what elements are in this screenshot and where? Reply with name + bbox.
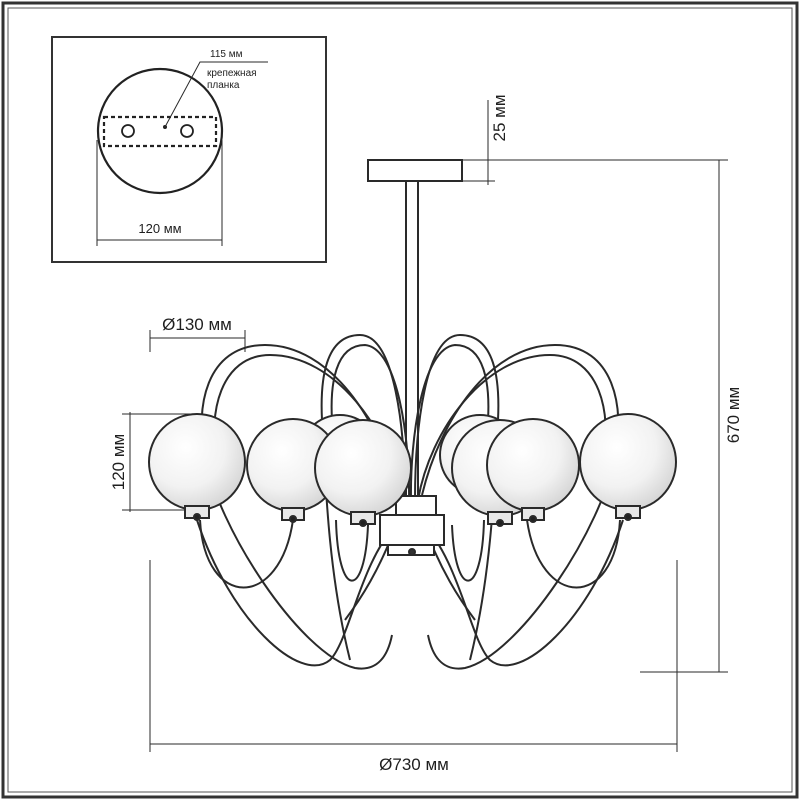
outer-frame-inner [7,7,793,793]
globe-5 [486,418,580,512]
arm-tall-right [414,333,500,661]
canopy-width-label: 120 мм [138,221,181,236]
globe-3 [314,419,412,517]
bracket-label-line1: крепежная [207,68,257,79]
mount-plate-label: 115 мм [210,49,243,60]
mount-hole-left [121,124,135,138]
globe-6 [579,413,677,511]
socket-dot-3 [359,519,367,527]
canopy-height-label: 25 мм [490,94,509,141]
socket-dot-4 [496,519,504,527]
cup-arm-2 [335,519,369,582]
socket-dot-6 [624,513,632,521]
globe-height-label: 120 мм [109,434,128,490]
mount-hole-right [180,124,194,138]
socket-dot-5 [529,515,537,523]
mounting-bracket [102,115,218,148]
cup-arm-4 [526,519,621,589]
socket-dot-2 [289,515,297,523]
arm-lower-1 [196,519,401,667]
canopy-circle [96,67,224,195]
globe-diameter-label: Ø130 мм [162,315,232,334]
central-hub [379,514,445,546]
total-diameter-label: Ø730 мм [379,755,449,774]
central-hub-top [395,495,437,517]
arm-loop-right-inner [417,353,607,501]
ceiling-canopy [367,159,463,182]
cup-arm-3 [451,519,485,582]
bracket-label-line2: планка [207,80,240,91]
globe-1 [148,413,246,511]
arm-tall-right-inner [409,343,490,501]
total-height-label: 670 мм [724,387,743,443]
arm-lower-2 [419,519,624,667]
cup-arm-1 [199,519,294,589]
hub-screw [408,548,416,556]
mounting-detail-inset: 115 мм крепежная планка 120 мм [51,36,327,263]
arm-tall-left [320,333,406,661]
dimension-lines [122,100,728,752]
socket-dot-1 [193,513,201,521]
